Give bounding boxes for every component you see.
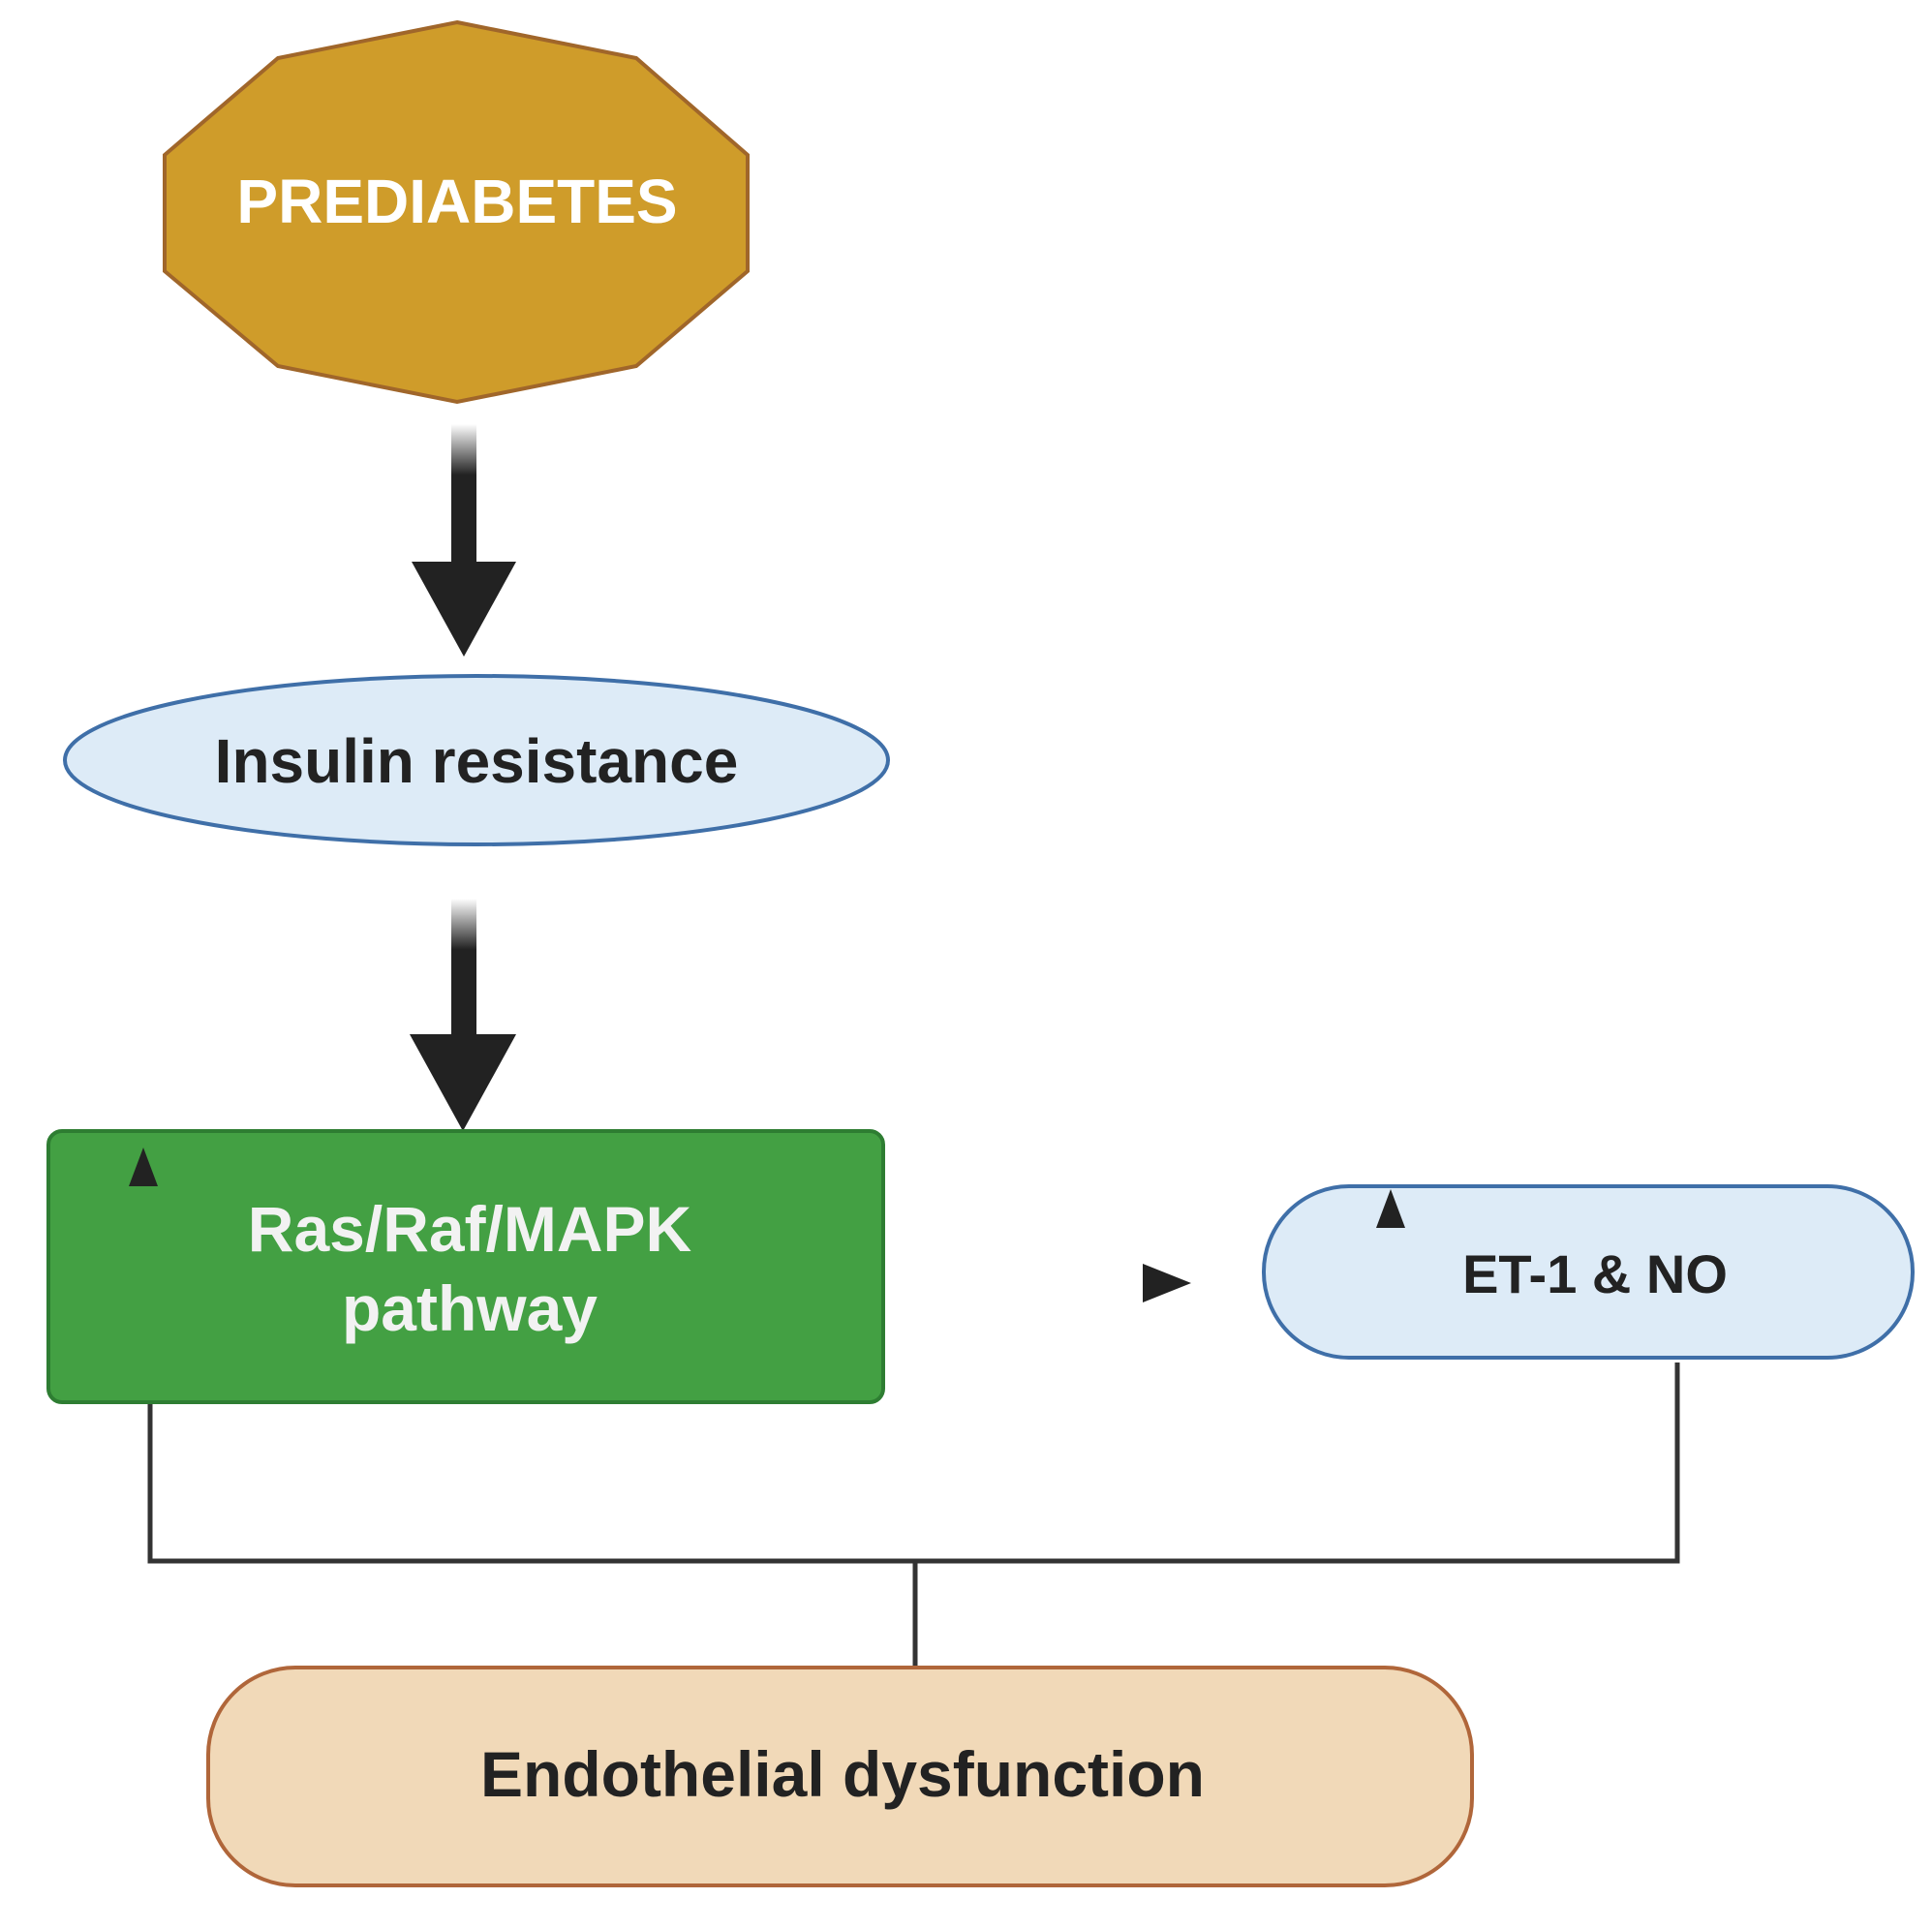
arrow-prediabetes-to-insulin: [412, 424, 516, 657]
endothelial-dysfunction-shape: [206, 1666, 1474, 1887]
insulin-resistance-node: Insulin resistance: [63, 674, 890, 846]
mapk-pathway-label-line2: pathway: [342, 1272, 598, 1344]
mapk-up-arrow-icon: [129, 1148, 158, 1302]
mapk-pathway-shape: [46, 1129, 885, 1404]
mapk-pathway-node: Ras/Raf/MAPK pathway: [46, 1129, 885, 1404]
endothelial-dysfunction-label: Endothelial dysfunction: [480, 1738, 1205, 1810]
et1-up-arrow-icon: [1376, 1189, 1405, 1341]
prediabetes-label: PREDIABETES: [236, 167, 677, 236]
arrow-mapk-to-et1: [899, 1264, 1191, 1302]
insulin-resistance-label: Insulin resistance: [215, 726, 739, 796]
connector-to-endothelial: [147, 1363, 1680, 1668]
et1-no-shape: [1262, 1184, 1915, 1360]
insulin-resistance-shape: [63, 674, 890, 846]
prediabetes-node: PREDIABETES: [163, 19, 750, 405]
mapk-pathway-label-line1: Ras/Raf/MAPK: [248, 1193, 692, 1265]
et1-no-node: ET-1 & NO: [1262, 1184, 1915, 1360]
et1-no-label: ET-1 & NO: [1462, 1243, 1728, 1304]
endothelial-dysfunction-node: Endothelial dysfunction: [206, 1666, 1474, 1887]
arrow-insulin-to-mapk: [410, 899, 516, 1131]
prediabetes-shape: [163, 19, 750, 405]
